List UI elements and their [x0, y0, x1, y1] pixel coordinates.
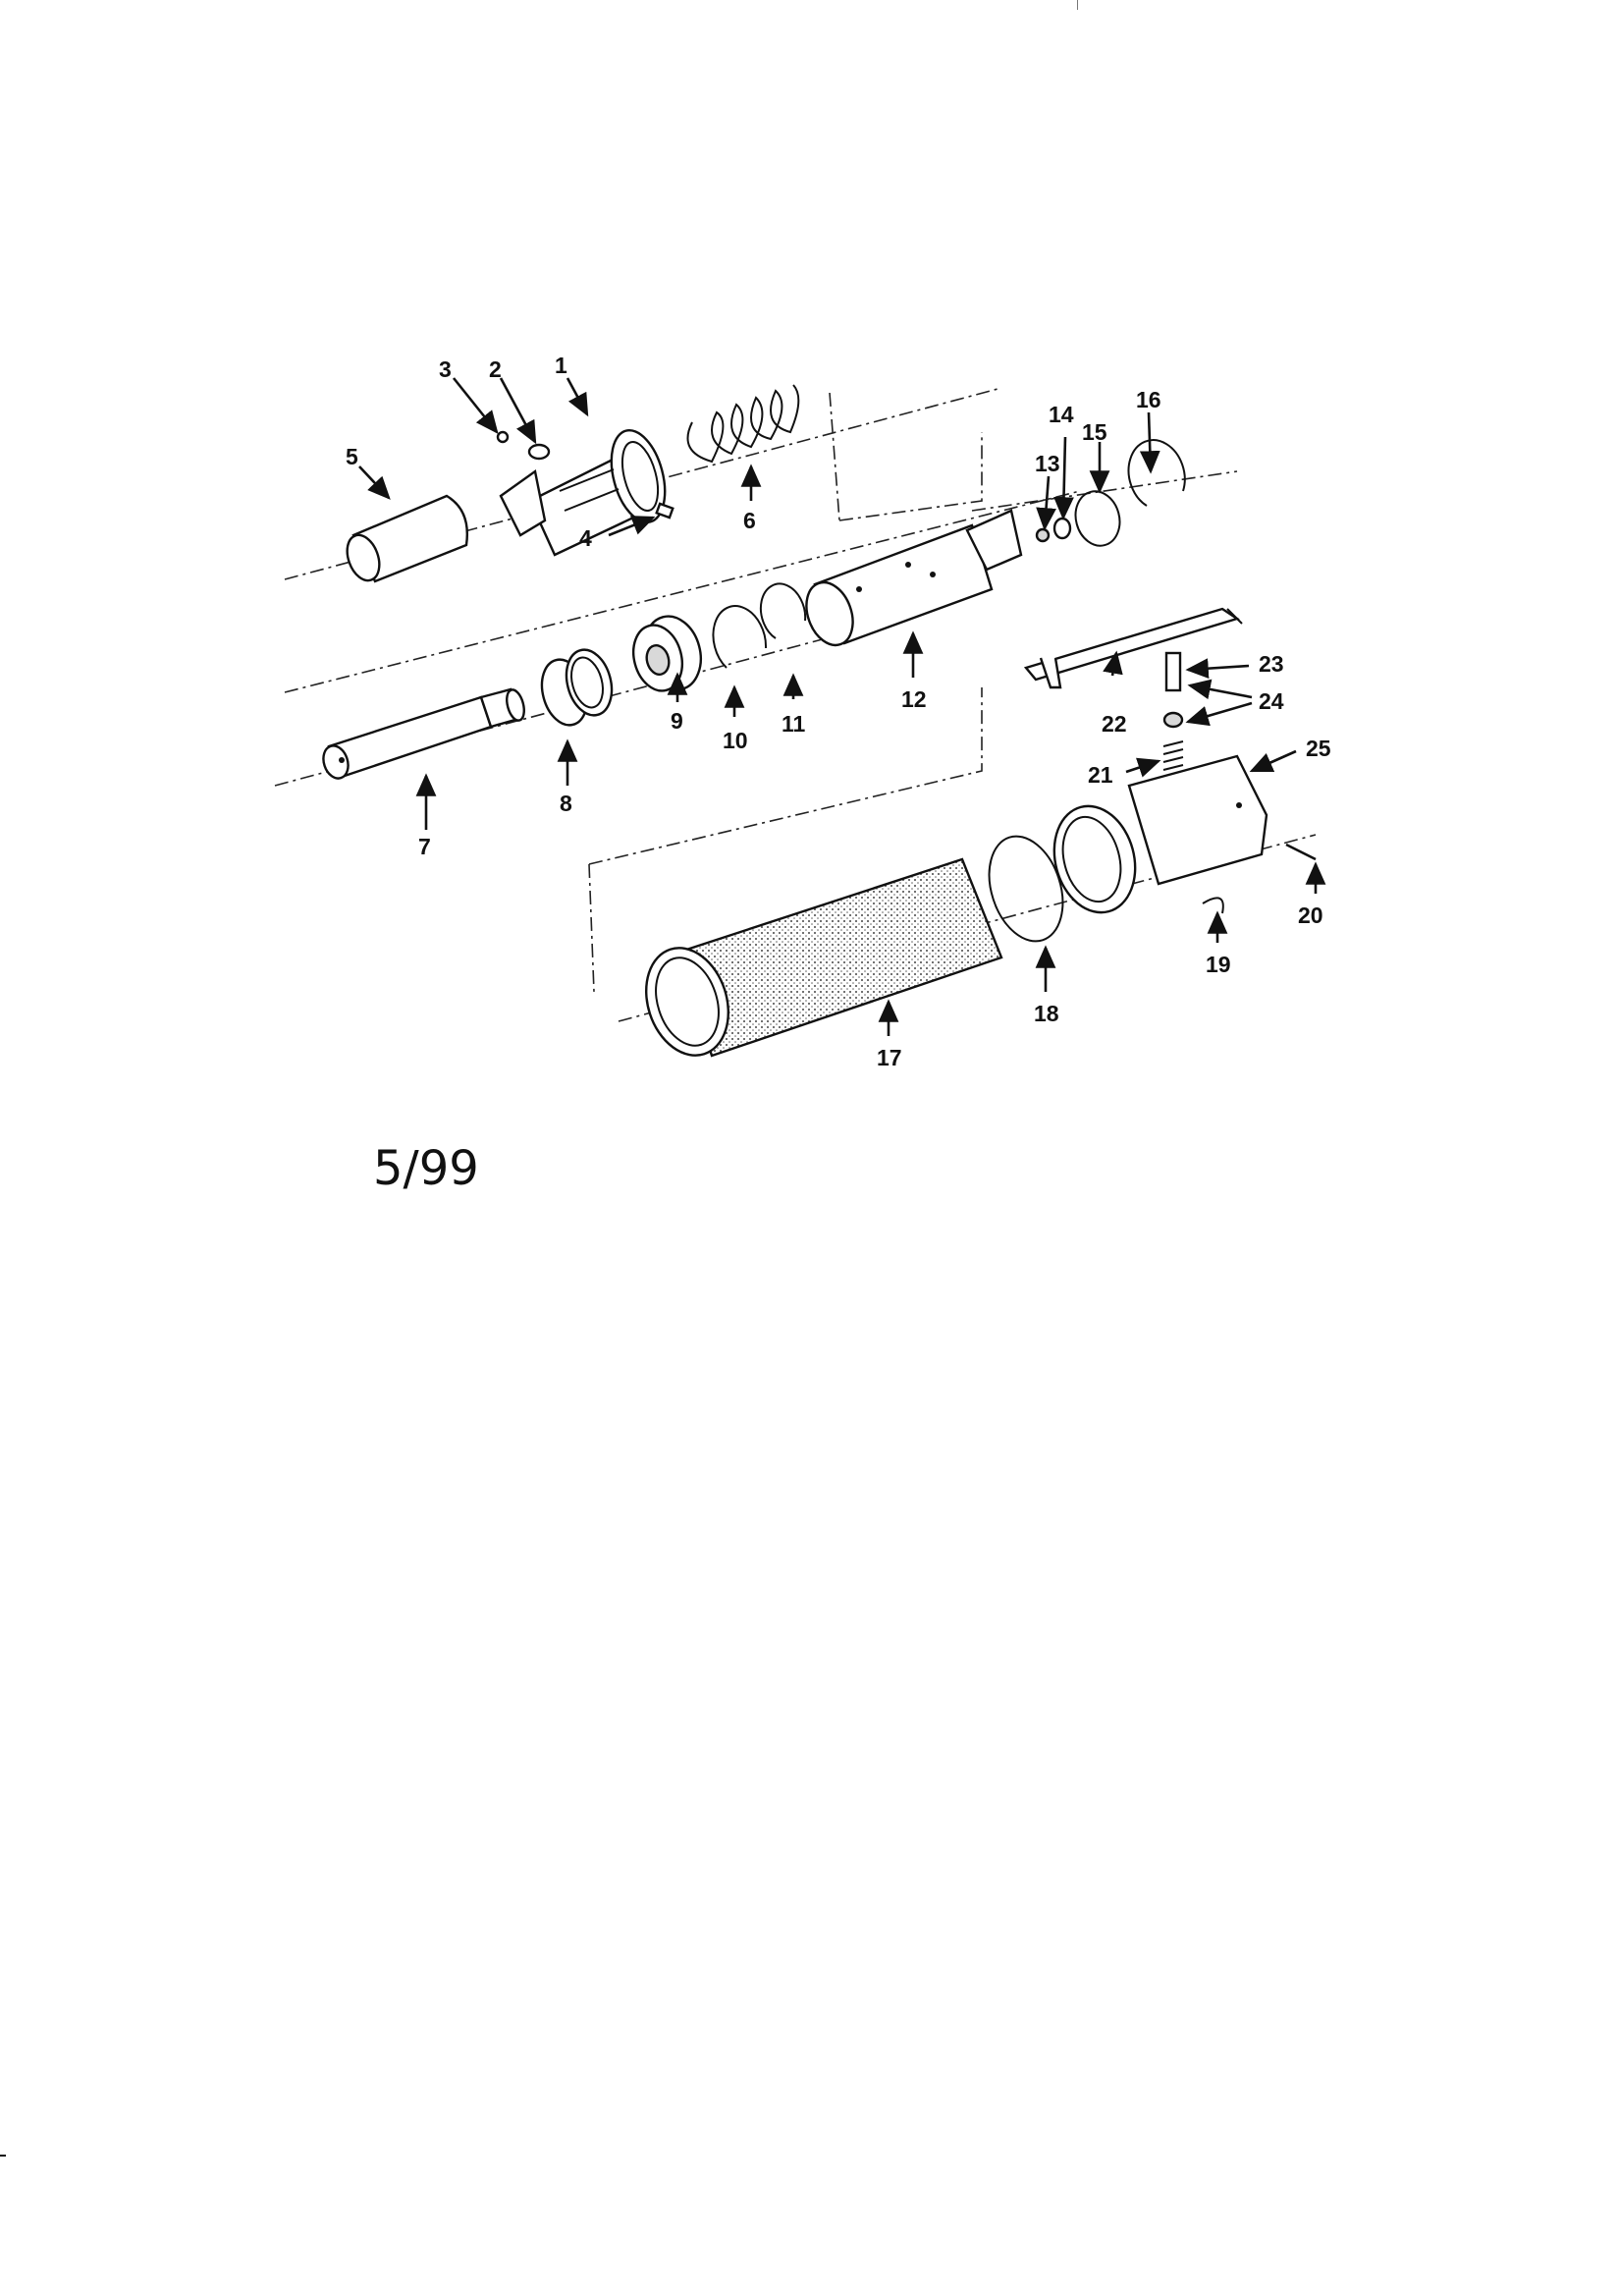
part-25-housing: [1052, 754, 1268, 914]
callout-19: 19: [1206, 952, 1231, 977]
part-14-washer: [1052, 517, 1072, 540]
leader-arrows: [358, 377, 1326, 1036]
callout-6: 6: [743, 508, 756, 533]
part-13-ball: [1035, 527, 1051, 543]
part-23-valve-stem: [1164, 651, 1182, 692]
part-24-valve-seat: [1162, 711, 1184, 729]
callout-4: 4: [579, 525, 592, 551]
part-3-ball: [496, 430, 510, 444]
margin-mark: [0, 2155, 6, 2157]
callout-3: 3: [439, 356, 452, 382]
callout-2: 2: [489, 356, 502, 382]
callout-14: 14: [1049, 402, 1074, 427]
part-6-spring: [686, 384, 800, 464]
part-19-clip: [1202, 897, 1224, 914]
callout-18: 18: [1034, 1001, 1059, 1026]
part-20-pin: [1285, 843, 1317, 861]
page-edge-tick: [1077, 0, 1078, 10]
callout-16: 16: [1136, 387, 1161, 412]
part-12-cylinder: [805, 509, 1023, 647]
exploded-parts-diagram: 1 2 3 4 5 6 7 8 9 10 11 12 13 14 15 16 1…: [274, 353, 1331, 1070]
part-17-grip: [645, 857, 1003, 1058]
callout-24: 24: [1259, 688, 1284, 714]
part-11-ring: [759, 582, 807, 639]
callout-7: 7: [418, 834, 431, 859]
callout-22: 22: [1102, 711, 1127, 737]
callout-15: 15: [1082, 419, 1107, 445]
part-4-key: [655, 502, 674, 519]
callout-11: 11: [782, 711, 806, 737]
callout-17: 17: [877, 1045, 902, 1070]
part-9-piston: [632, 615, 702, 692]
callout-13: 13: [1035, 451, 1060, 476]
callout-23: 23: [1259, 651, 1284, 677]
part-10-ring: [712, 605, 768, 669]
part-7-shaft: [322, 687, 525, 780]
callout-12: 12: [901, 686, 927, 712]
callout-21: 21: [1088, 762, 1113, 788]
callout-1: 1: [555, 353, 567, 378]
date-code: 5/99: [373, 1141, 479, 1196]
part-8-rings: [540, 648, 614, 727]
part-18-ring: [988, 835, 1064, 943]
part-22-lever: [1023, 607, 1243, 689]
part-16-snap-ring: [1127, 439, 1186, 507]
callout-8: 8: [560, 791, 572, 816]
callout-labels: 1 2 3 4 5 6 7 8 9 10 11 12 13 14 15 16 1…: [346, 353, 1331, 1070]
callout-5: 5: [346, 444, 358, 469]
part-2-pin: [527, 443, 551, 461]
part-1-retainer: [499, 428, 667, 557]
callout-10: 10: [723, 728, 748, 753]
part-15-o-ring: [1074, 490, 1121, 547]
part-5-sleeve: [346, 494, 468, 583]
callout-9: 9: [671, 708, 683, 734]
part-21-spring: [1162, 740, 1184, 771]
callout-20: 20: [1298, 902, 1323, 928]
callout-25: 25: [1306, 736, 1331, 761]
